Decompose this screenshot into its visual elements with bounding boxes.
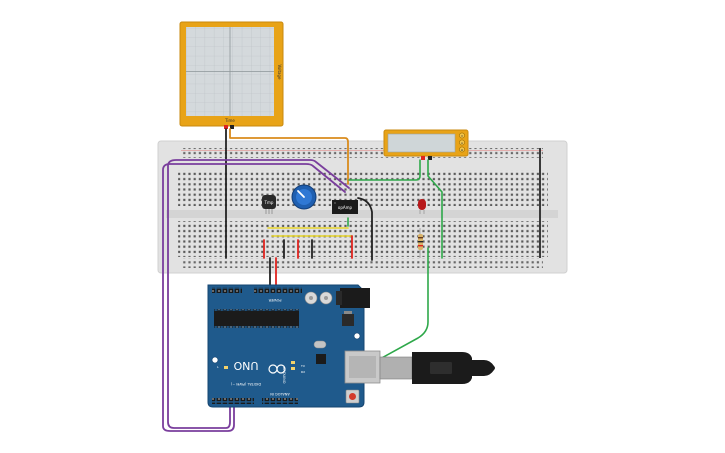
- opamp-chip[interactable]: opAmp: [332, 200, 358, 214]
- l-label: L: [217, 365, 219, 369]
- power-label: POWER: [268, 298, 282, 302]
- wire-black-4: [357, 197, 373, 261]
- wire-green-3: [299, 247, 429, 404]
- analog-header: [262, 398, 298, 404]
- temperature-sensor[interactable]: Tmp: [262, 195, 276, 214]
- wire-green-1: [348, 159, 421, 181]
- arduino-infinity-icon: [268, 364, 286, 374]
- potentiometer[interactable]: [291, 184, 317, 210]
- digital-header-2: [254, 287, 302, 293]
- uno-logo: UNO: [233, 359, 258, 372]
- opamp-label: opAmp: [338, 205, 353, 210]
- atmega-chip: [214, 311, 299, 326]
- power-header: [212, 398, 254, 404]
- usb-cable[interactable]: [379, 352, 495, 384]
- multimeter-mode-v: V: [461, 134, 464, 138]
- crystal: [313, 340, 327, 349]
- resistor[interactable]: [418, 228, 423, 258]
- wires: [162, 128, 443, 432]
- brand-label: ARDUINO: [282, 367, 286, 384]
- digital-header: [212, 287, 242, 293]
- wire-purple-2: [162, 163, 346, 432]
- sensor-label: Tmp: [264, 200, 274, 205]
- oscilloscope-x-label: Time: [224, 118, 235, 123]
- multimeter-dial-r: [459, 146, 465, 153]
- rx-label: RX: [301, 370, 305, 374]
- multimeter[interactable]: V A Ω: [383, 129, 469, 160]
- wire-purple-1: [167, 159, 350, 429]
- red-led[interactable]: [418, 199, 426, 214]
- oscilloscope[interactable]: Voltage Time: [179, 21, 284, 129]
- power-jack: [340, 288, 370, 308]
- wire-orange: [229, 128, 349, 185]
- multimeter-mode-r: Ω: [461, 148, 464, 152]
- analog-label: ANALOG IN: [270, 392, 290, 396]
- multimeter-dial-v: [459, 132, 465, 139]
- oscilloscope-y-label: Voltage: [277, 64, 282, 80]
- multimeter-mode-a: A: [461, 141, 464, 145]
- digital-label: DIGITAL (PWM ~): [230, 382, 261, 386]
- arduino-uno[interactable]: POWER DIGITAL (PWM ~) ANALOG IN UNO ARDU…: [207, 284, 381, 408]
- wire-green-2: [427, 159, 443, 259]
- tx-label: TX: [300, 364, 305, 368]
- multimeter-dial-a: [459, 139, 465, 146]
